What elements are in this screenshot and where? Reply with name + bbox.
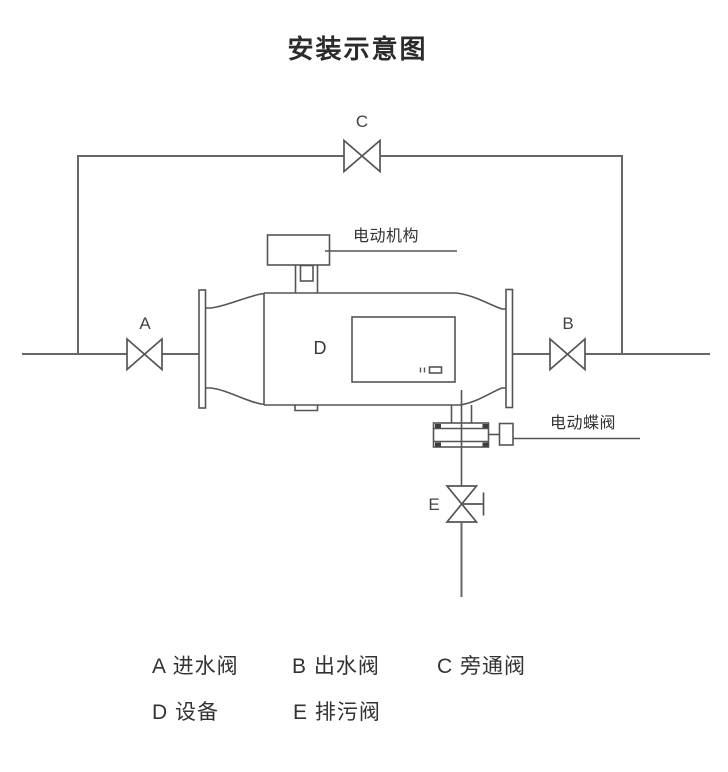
actuator-neck-inner (299, 264, 314, 282)
valve-b-symbol (549, 337, 586, 372)
legend-item-b: B 出水阀 (292, 655, 380, 678)
panel-indicator-marks (419, 367, 426, 373)
legend-item-e: E 排污阀 (293, 701, 381, 724)
drain-assembly (432, 390, 514, 486)
valve-e-handle (461, 492, 485, 516)
actuator-assembly (266, 234, 331, 293)
drain-connector-pipes (450, 405, 473, 423)
panel-display (428, 366, 443, 374)
device-d-label: D (313, 338, 327, 358)
valve-c-label: C (355, 112, 369, 131)
actuator-annotation: 电动机构 (353, 228, 420, 245)
valve-c-symbol (343, 138, 381, 174)
bypass-pipe (77, 155, 623, 354)
actuator-box (266, 234, 331, 266)
right-flange (505, 288, 514, 409)
butterfly-valve-annotation: 电动蝶阀 (550, 415, 617, 432)
butterfly-valve-actuator (498, 422, 514, 446)
butterfly-valve-bolts (435, 424, 489, 447)
valve-a-symbol (126, 337, 163, 372)
valve-e-symbol (445, 485, 485, 523)
valve-a-label: A (139, 314, 151, 333)
legend-item-d: D 设备 (152, 701, 219, 724)
left-flange (198, 289, 207, 409)
valve-b-label: B (562, 314, 574, 333)
control-panel (351, 316, 456, 383)
page-title: 安装示意图 (287, 34, 428, 64)
actuator-neck (294, 265, 319, 293)
valve-e-label: E (428, 495, 440, 514)
device-body (198, 288, 514, 412)
legend-item-c: C 旁通阀 (437, 655, 526, 678)
legend-item-a: A 进水阀 (152, 655, 239, 678)
